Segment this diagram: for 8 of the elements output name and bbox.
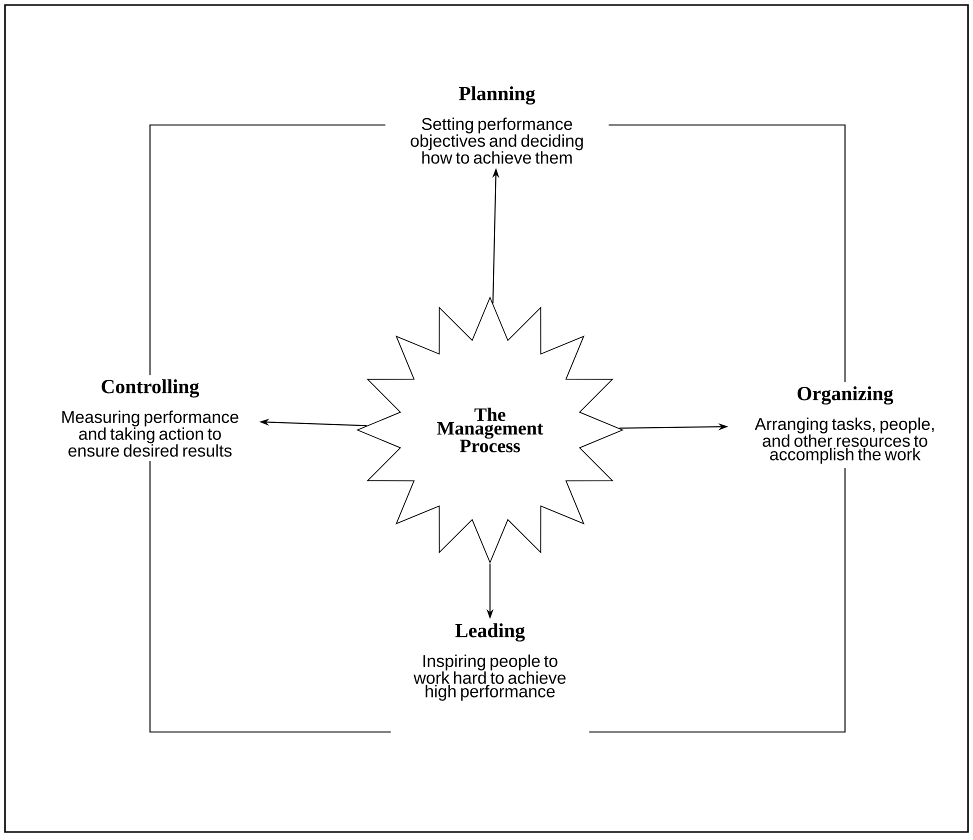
step-text: Organizing Arranging tasks, people, and other resources to accomplish the work bbox=[754, 386, 934, 464]
step-text: Planning Setting performance objectives and deciding how to achieve them bbox=[410, 86, 583, 164]
step-text: Controlling Measuring performance and taking action to ensure desired results bbox=[62, 379, 238, 457]
step-text: Leading Inspiring people to work hard to achieve high performance bbox=[414, 623, 566, 701]
connector-line bbox=[149, 124, 386, 376]
connector-line bbox=[149, 460, 391, 733]
connector-line bbox=[589, 468, 846, 733]
connector-line bbox=[608, 124, 846, 382]
